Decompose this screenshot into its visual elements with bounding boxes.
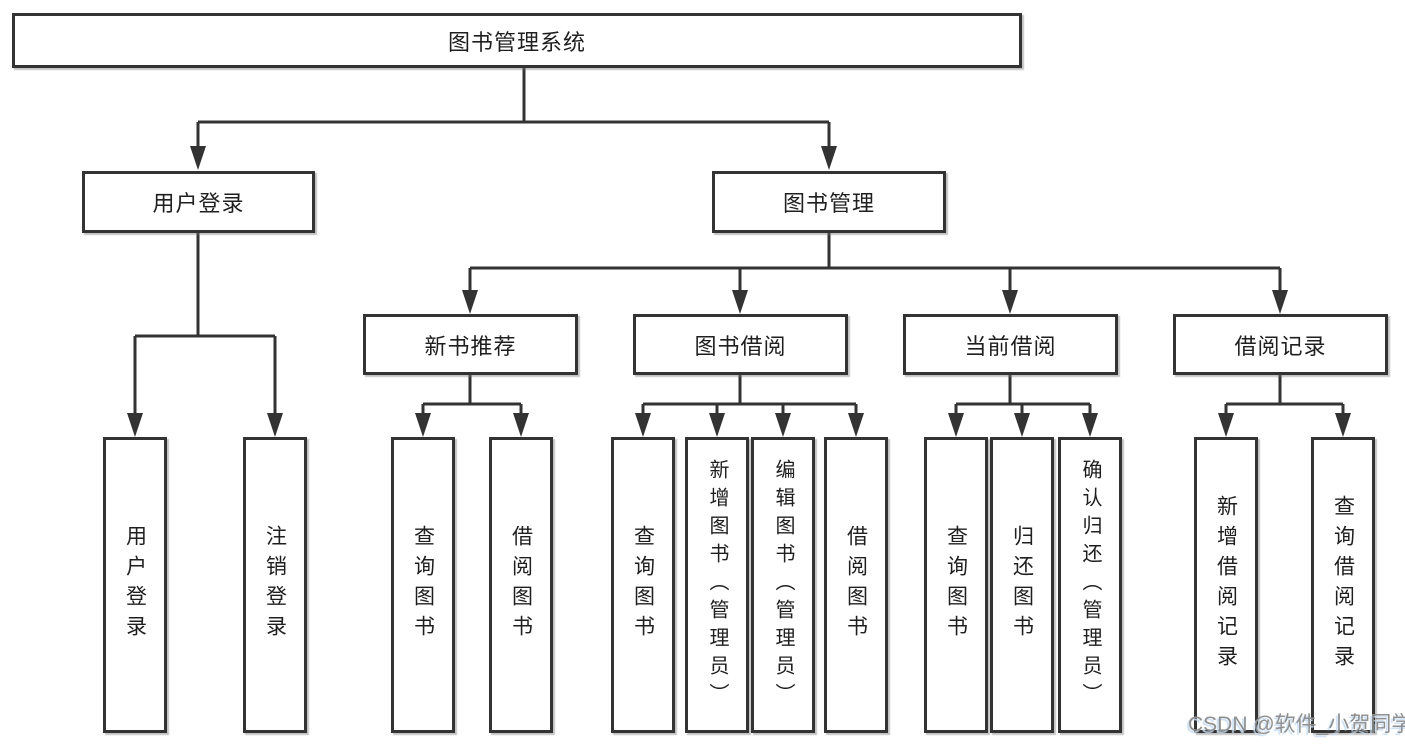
node-current-borrowing: 当前借阅: [903, 314, 1118, 375]
leaf-borrow-books-2: 借阅图书: [824, 437, 888, 733]
node-book-borrowing: 图书借阅: [633, 314, 848, 375]
leaf-borrow-books-1-label: 借阅图书: [509, 525, 533, 645]
leaf-query-books-3-label: 查询图书: [944, 525, 968, 645]
leaf-return-books: 归还图书: [990, 437, 1054, 733]
leaf-user-login-label: 用户登录: [123, 525, 147, 645]
node-new-book-recommendation-label: 新书推荐: [424, 333, 517, 359]
leaf-logout-label: 注销登录: [263, 525, 287, 645]
node-current-borrowing-label: 当前借阅: [964, 333, 1057, 359]
leaf-add-book-admin: 新增图书（管理员）: [685, 437, 749, 733]
leaf-borrow-books-2-label: 借阅图书: [844, 525, 868, 645]
leaf-confirm-return-admin: 确认归还（管理员）: [1058, 437, 1122, 733]
leaf-edit-book-admin-label: 编辑图书（管理员）: [772, 459, 794, 711]
node-user-login-label: 用户登录: [152, 191, 245, 216]
node-user-login: 用户登录: [82, 171, 315, 233]
leaf-query-borrow-record: 查询借阅记录: [1311, 437, 1375, 733]
leaf-query-borrow-record-label: 查询借阅记录: [1331, 495, 1355, 675]
leaf-add-borrow-record-label: 新增借阅记录: [1214, 495, 1238, 675]
node-borrowing-records-label: 借阅记录: [1234, 333, 1327, 359]
node-book-management-label: 图书管理: [782, 191, 875, 216]
leaf-query-books-3: 查询图书: [924, 437, 988, 733]
leaf-user-login: 用户登录: [103, 437, 167, 733]
leaf-query-books-1-label: 查询图书: [411, 525, 435, 645]
node-root-library-management-system: 图书管理系统: [12, 13, 1022, 68]
leaf-query-books-1: 查询图书: [391, 437, 455, 733]
leaf-logout: 注销登录: [243, 437, 307, 733]
leaf-query-books-2: 查询图书: [611, 437, 675, 733]
leaf-return-books-label: 归还图书: [1010, 525, 1034, 645]
csdn-watermark: CSDN @软件_小贺同学: [1188, 713, 1405, 736]
node-root-label: 图书管理系统: [447, 29, 586, 55]
node-book-management: 图书管理: [712, 171, 946, 233]
leaf-edit-book-admin: 编辑图书（管理员）: [751, 437, 815, 733]
leaf-add-book-admin-label: 新增图书（管理员）: [706, 459, 728, 711]
leaf-borrow-books-1: 借阅图书: [489, 437, 553, 733]
node-book-borrowing-label: 图书借阅: [694, 333, 787, 359]
node-new-book-recommendation: 新书推荐: [363, 314, 578, 375]
leaf-add-borrow-record: 新增借阅记录: [1194, 437, 1258, 733]
leaf-query-books-2-label: 查询图书: [631, 525, 655, 645]
leaf-confirm-return-admin-label: 确认归还（管理员）: [1079, 459, 1101, 711]
node-borrowing-records: 借阅记录: [1173, 314, 1388, 375]
